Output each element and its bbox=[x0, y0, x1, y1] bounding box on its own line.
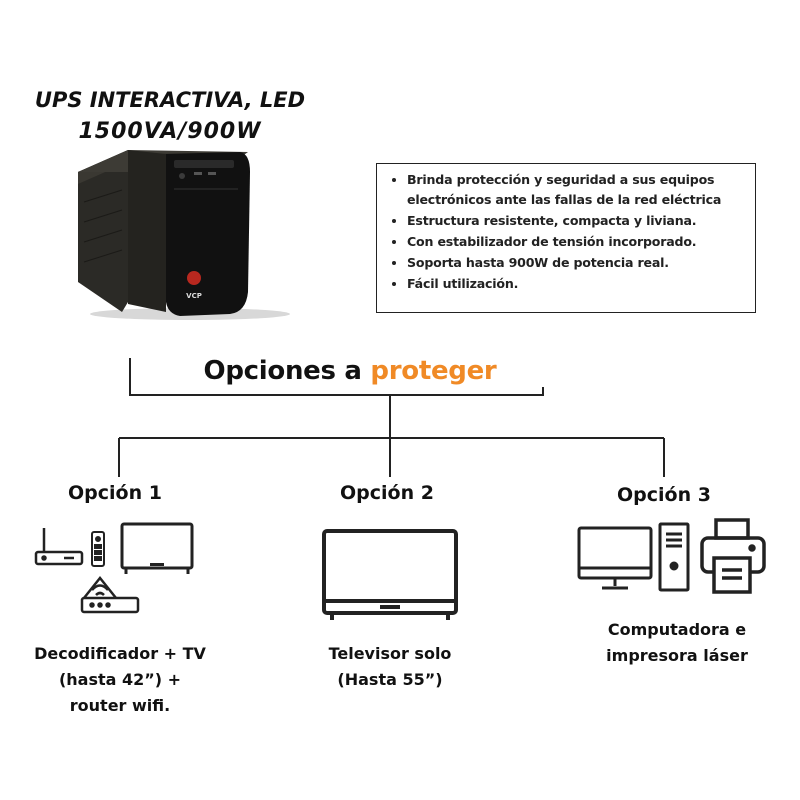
option-3-desc-line: Computadora e bbox=[607, 620, 747, 639]
remote-icon bbox=[91, 531, 105, 567]
option-1-title: Opción 1 bbox=[68, 482, 162, 504]
section-heading-accent: proteger bbox=[370, 356, 497, 386]
option-2-desc-line: Televisor solo bbox=[328, 644, 452, 663]
section-heading: Opciones a proteger bbox=[0, 356, 700, 386]
router-icon bbox=[80, 575, 140, 614]
option-1-desc-line: router wifi. bbox=[69, 696, 171, 715]
option-3-icons bbox=[577, 518, 766, 594]
option-1-desc-line: Decodificador + TV bbox=[34, 644, 206, 663]
decoder-icon bbox=[34, 528, 84, 566]
option-2-icons bbox=[322, 529, 458, 620]
ups-logo-text: VCP bbox=[186, 292, 202, 300]
option-1-icons bbox=[34, 522, 194, 614]
feature-item: Soporta hasta 900W de potencia real. bbox=[407, 252, 747, 273]
section-heading-main: Opciones a bbox=[203, 356, 371, 386]
option-1-description: Decodificador + TV (hasta 42”) + router … bbox=[0, 641, 240, 719]
option-2-desc-line: (Hasta 55”) bbox=[337, 670, 443, 689]
options-tree-lines bbox=[118, 358, 665, 477]
feature-item: Estructura resistente, compacta y livian… bbox=[407, 210, 747, 231]
option-3-description: Computadora e impresora láser bbox=[557, 617, 797, 669]
feature-item: Brinda protección y seguridad a sus equi… bbox=[407, 170, 747, 210]
pc-tower-icon bbox=[658, 522, 690, 592]
tv-icon bbox=[322, 529, 458, 620]
printer-icon bbox=[700, 518, 766, 594]
monitor-icon bbox=[577, 526, 653, 590]
features-box: Brinda protección y seguridad a sus equi… bbox=[376, 163, 756, 313]
option-2-description: Televisor solo (Hasta 55”) bbox=[270, 641, 510, 693]
ups-device-image: VCP bbox=[70, 142, 300, 322]
option-1-desc-line: (hasta 42”) + bbox=[58, 670, 182, 689]
option-3-desc-line: impresora láser bbox=[606, 646, 748, 665]
feature-item: Con estabilizador de tensión incorporado… bbox=[407, 231, 747, 252]
feature-item: Fácil utilización. bbox=[407, 273, 747, 294]
product-title-line2: 1500VA/900W bbox=[78, 119, 262, 144]
option-3-title: Opción 3 bbox=[617, 484, 711, 506]
product-title: UPS INTERACTIVA, LED 1500VA/900W bbox=[20, 84, 320, 148]
option-2-title: Opción 2 bbox=[340, 482, 434, 504]
product-title-line1: UPS INTERACTIVA, LED bbox=[34, 88, 306, 112]
tv-icon bbox=[120, 522, 194, 574]
